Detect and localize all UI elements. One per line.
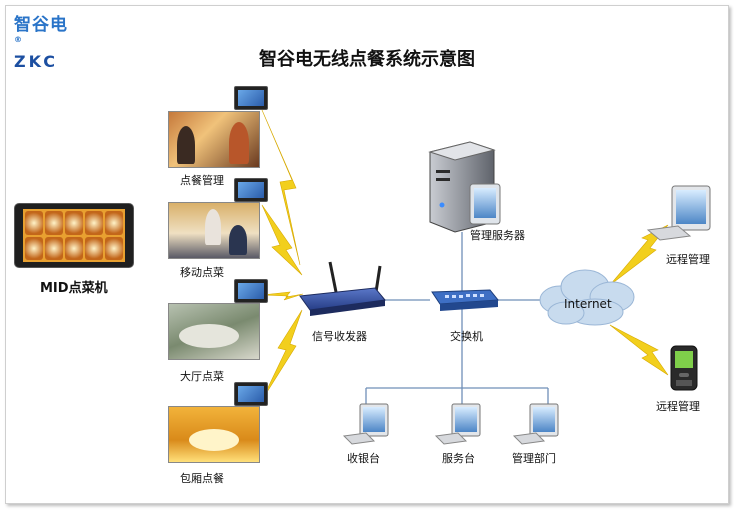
wireless-bolt-2 (261, 204, 303, 276)
tablet-icon-4 (234, 382, 268, 406)
photo-ordering-mgmt (168, 111, 260, 168)
logo-cn-text: 智谷电 (14, 15, 68, 35)
label-remote-pc: 远程管理 (666, 253, 710, 266)
tablet-icon-1 (234, 86, 268, 110)
network-switch (431, 289, 499, 311)
zkc-logo: 智谷电® ZKC (14, 10, 74, 71)
wireless-bolt-6 (609, 324, 669, 376)
label-server: 管理服务器 (470, 229, 525, 242)
remote-pc (646, 185, 711, 241)
wireless-links (261, 109, 669, 401)
label-mobile-order: 移动点菜 (180, 266, 224, 279)
tablet-icon-2 (234, 178, 268, 202)
label-ordering-mgmt: 点餐管理 (180, 174, 224, 187)
label-service-desk: 服务台 (442, 452, 475, 465)
mid-device-label: MID点菜机 (40, 281, 108, 296)
logo-en-text: ZKC (14, 52, 59, 71)
label-private-room: 包厢点餐 (180, 472, 224, 485)
label-internet: Internet (564, 297, 612, 311)
label-hall-order: 大厅点菜 (180, 370, 224, 383)
photo-mobile-order (168, 202, 260, 259)
label-remote-phone: 远程管理 (656, 400, 700, 413)
mid-device-screen (23, 209, 125, 262)
remote-phone (670, 345, 698, 391)
wireless-bolt-5 (609, 224, 669, 286)
photo-hall-order (168, 303, 260, 360)
label-mgmt-dept: 管理部门 (512, 452, 556, 465)
terminal-mgmt-dept (512, 403, 559, 445)
management-server (428, 141, 501, 233)
signal-transceiver (299, 261, 386, 316)
terminal-service-desk (434, 403, 481, 445)
wireless-bolt-3 (261, 291, 304, 301)
terminal-cashier (342, 403, 389, 445)
label-transceiver: 信号收发器 (312, 330, 367, 343)
internet-cloud (539, 269, 635, 326)
label-cashier: 收银台 (347, 452, 380, 465)
photo-private-room (168, 406, 260, 463)
logo-reg-mark: ® (14, 35, 23, 44)
mid-ordering-device (14, 203, 134, 268)
tablet-icon-3 (234, 279, 268, 303)
wired-links (365, 232, 549, 404)
diagram-title: 智谷电无线点餐系统示意图 (259, 49, 475, 70)
wireless-bolt-4 (261, 309, 303, 401)
label-switch: 交换机 (450, 330, 483, 343)
wireless-bolt-1 (261, 109, 301, 266)
